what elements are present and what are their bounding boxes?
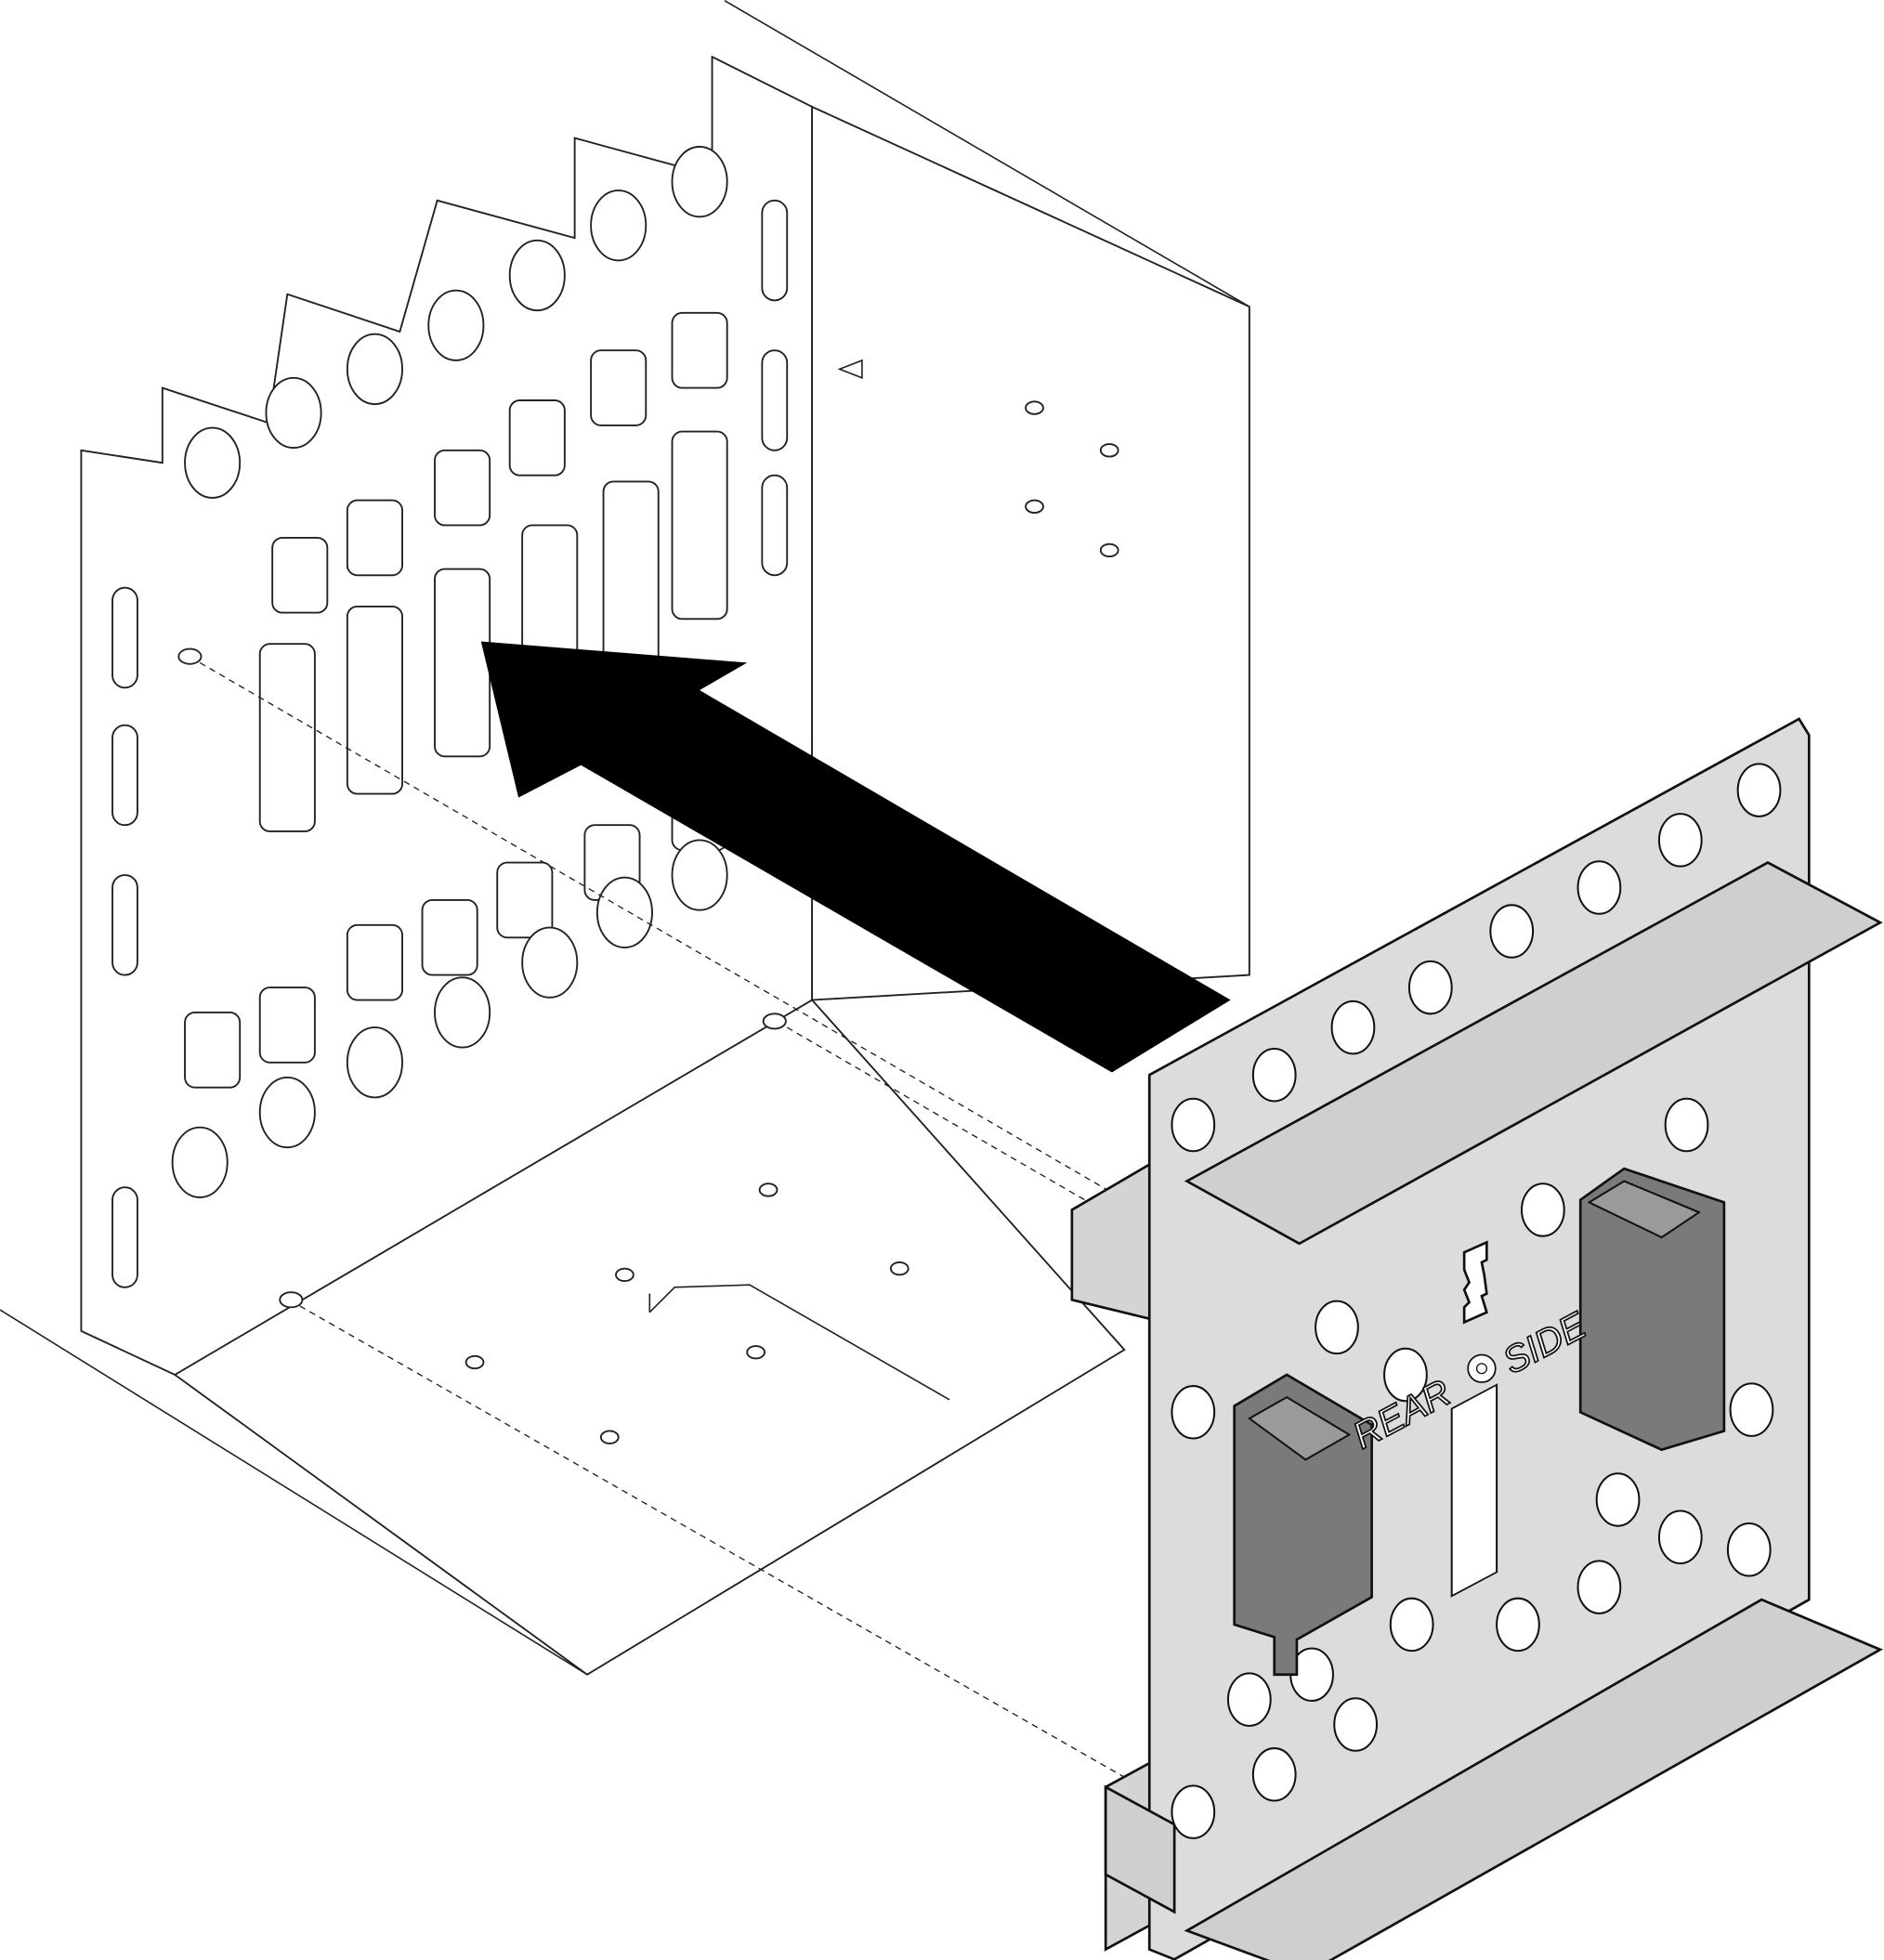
plate-hole <box>1489 904 1535 959</box>
square-cutout <box>346 499 403 577</box>
plate-holes <box>1171 763 1782 1839</box>
plate-hole <box>1383 1347 1428 1403</box>
square-cutout <box>271 536 329 614</box>
key-slot <box>1462 1240 1488 1325</box>
plate-screw-hole-inner <box>1475 1363 1488 1375</box>
square-cutout <box>421 898 478 976</box>
screw-icon <box>746 1345 765 1360</box>
screw-icon <box>1099 443 1119 458</box>
plate-hole <box>1171 1097 1216 1153</box>
round-cutout <box>346 333 403 405</box>
plate-hole <box>1664 1097 1709 1153</box>
oval-slot <box>761 199 789 302</box>
plate-hole <box>1251 1047 1297 1103</box>
plate-hole <box>1657 813 1703 868</box>
screw-icon <box>1025 499 1044 514</box>
plate-hole <box>1496 1597 1540 1653</box>
screw-icon <box>889 1261 909 1276</box>
square-cutout <box>346 923 403 1001</box>
oval-slot <box>111 724 138 827</box>
plate-hole <box>1736 763 1782 817</box>
round-cutout <box>595 876 653 948</box>
round-cutout <box>590 189 648 262</box>
plate-hole <box>1407 960 1453 1015</box>
plate-hole <box>1577 1560 1622 1614</box>
square-cutout <box>434 568 491 758</box>
screw-icon <box>599 1430 620 1444</box>
round-cutout <box>171 1126 229 1198</box>
screw-icon <box>1099 542 1119 558</box>
plate-hole <box>1520 1183 1565 1237</box>
square-cutout <box>346 605 403 795</box>
square-cutout <box>184 1012 242 1089</box>
screw-icon <box>1025 400 1044 415</box>
round-cutout <box>521 926 579 999</box>
square-cutout <box>671 311 728 389</box>
oval-slot <box>761 349 789 451</box>
plate-hole <box>1226 1672 1272 1727</box>
chassis-screws <box>464 400 1119 1444</box>
square-cutout <box>434 449 491 527</box>
plate-hole <box>1330 1000 1376 1055</box>
plate-hole <box>1315 1300 1359 1355</box>
round-cutout <box>346 1026 403 1099</box>
plate-slot <box>1450 1383 1498 1598</box>
plate-hole <box>1171 1385 1216 1440</box>
oval-slot <box>111 874 138 976</box>
alignment-pin-icon <box>177 647 787 1309</box>
plate-hole <box>1595 1472 1641 1527</box>
plate-hole <box>1729 1382 1774 1437</box>
round-cutout <box>258 1076 316 1149</box>
screw-icon <box>615 1267 635 1283</box>
plate-hole <box>1171 1784 1216 1839</box>
square-cutout <box>508 399 566 477</box>
square-cutout <box>496 861 554 939</box>
square-cutout <box>602 480 660 671</box>
screw-icon <box>758 1183 778 1197</box>
round-cutout <box>508 239 566 312</box>
plate-hole <box>1577 860 1622 915</box>
plate-hole <box>1333 1697 1379 1752</box>
square-cutout <box>590 349 648 426</box>
round-cutout <box>671 146 728 218</box>
square-cutout <box>258 643 316 832</box>
chassis-cutouts <box>111 146 789 1288</box>
plate-hole <box>1251 1747 1297 1802</box>
left-bracket <box>1233 1373 1373 1677</box>
oval-slot <box>111 586 138 689</box>
oval-slot <box>111 1186 138 1288</box>
square-cutout <box>258 987 316 1064</box>
round-cutout <box>434 976 491 1049</box>
plate-screw-hole <box>1467 1353 1497 1383</box>
screw-icon <box>464 1354 485 1370</box>
round-cutout <box>184 426 242 499</box>
install-direction-arrow-icon <box>480 641 1231 1073</box>
round-cutout <box>671 839 728 911</box>
round-cutout <box>427 289 485 361</box>
plate-hole <box>1726 1522 1772 1577</box>
plate-hole <box>1657 1509 1703 1565</box>
square-cutout <box>671 430 728 621</box>
plate-hole <box>1389 1597 1434 1653</box>
round-cutout <box>265 376 322 450</box>
right-bracket <box>1578 1167 1726 1452</box>
oval-slot <box>761 474 789 577</box>
